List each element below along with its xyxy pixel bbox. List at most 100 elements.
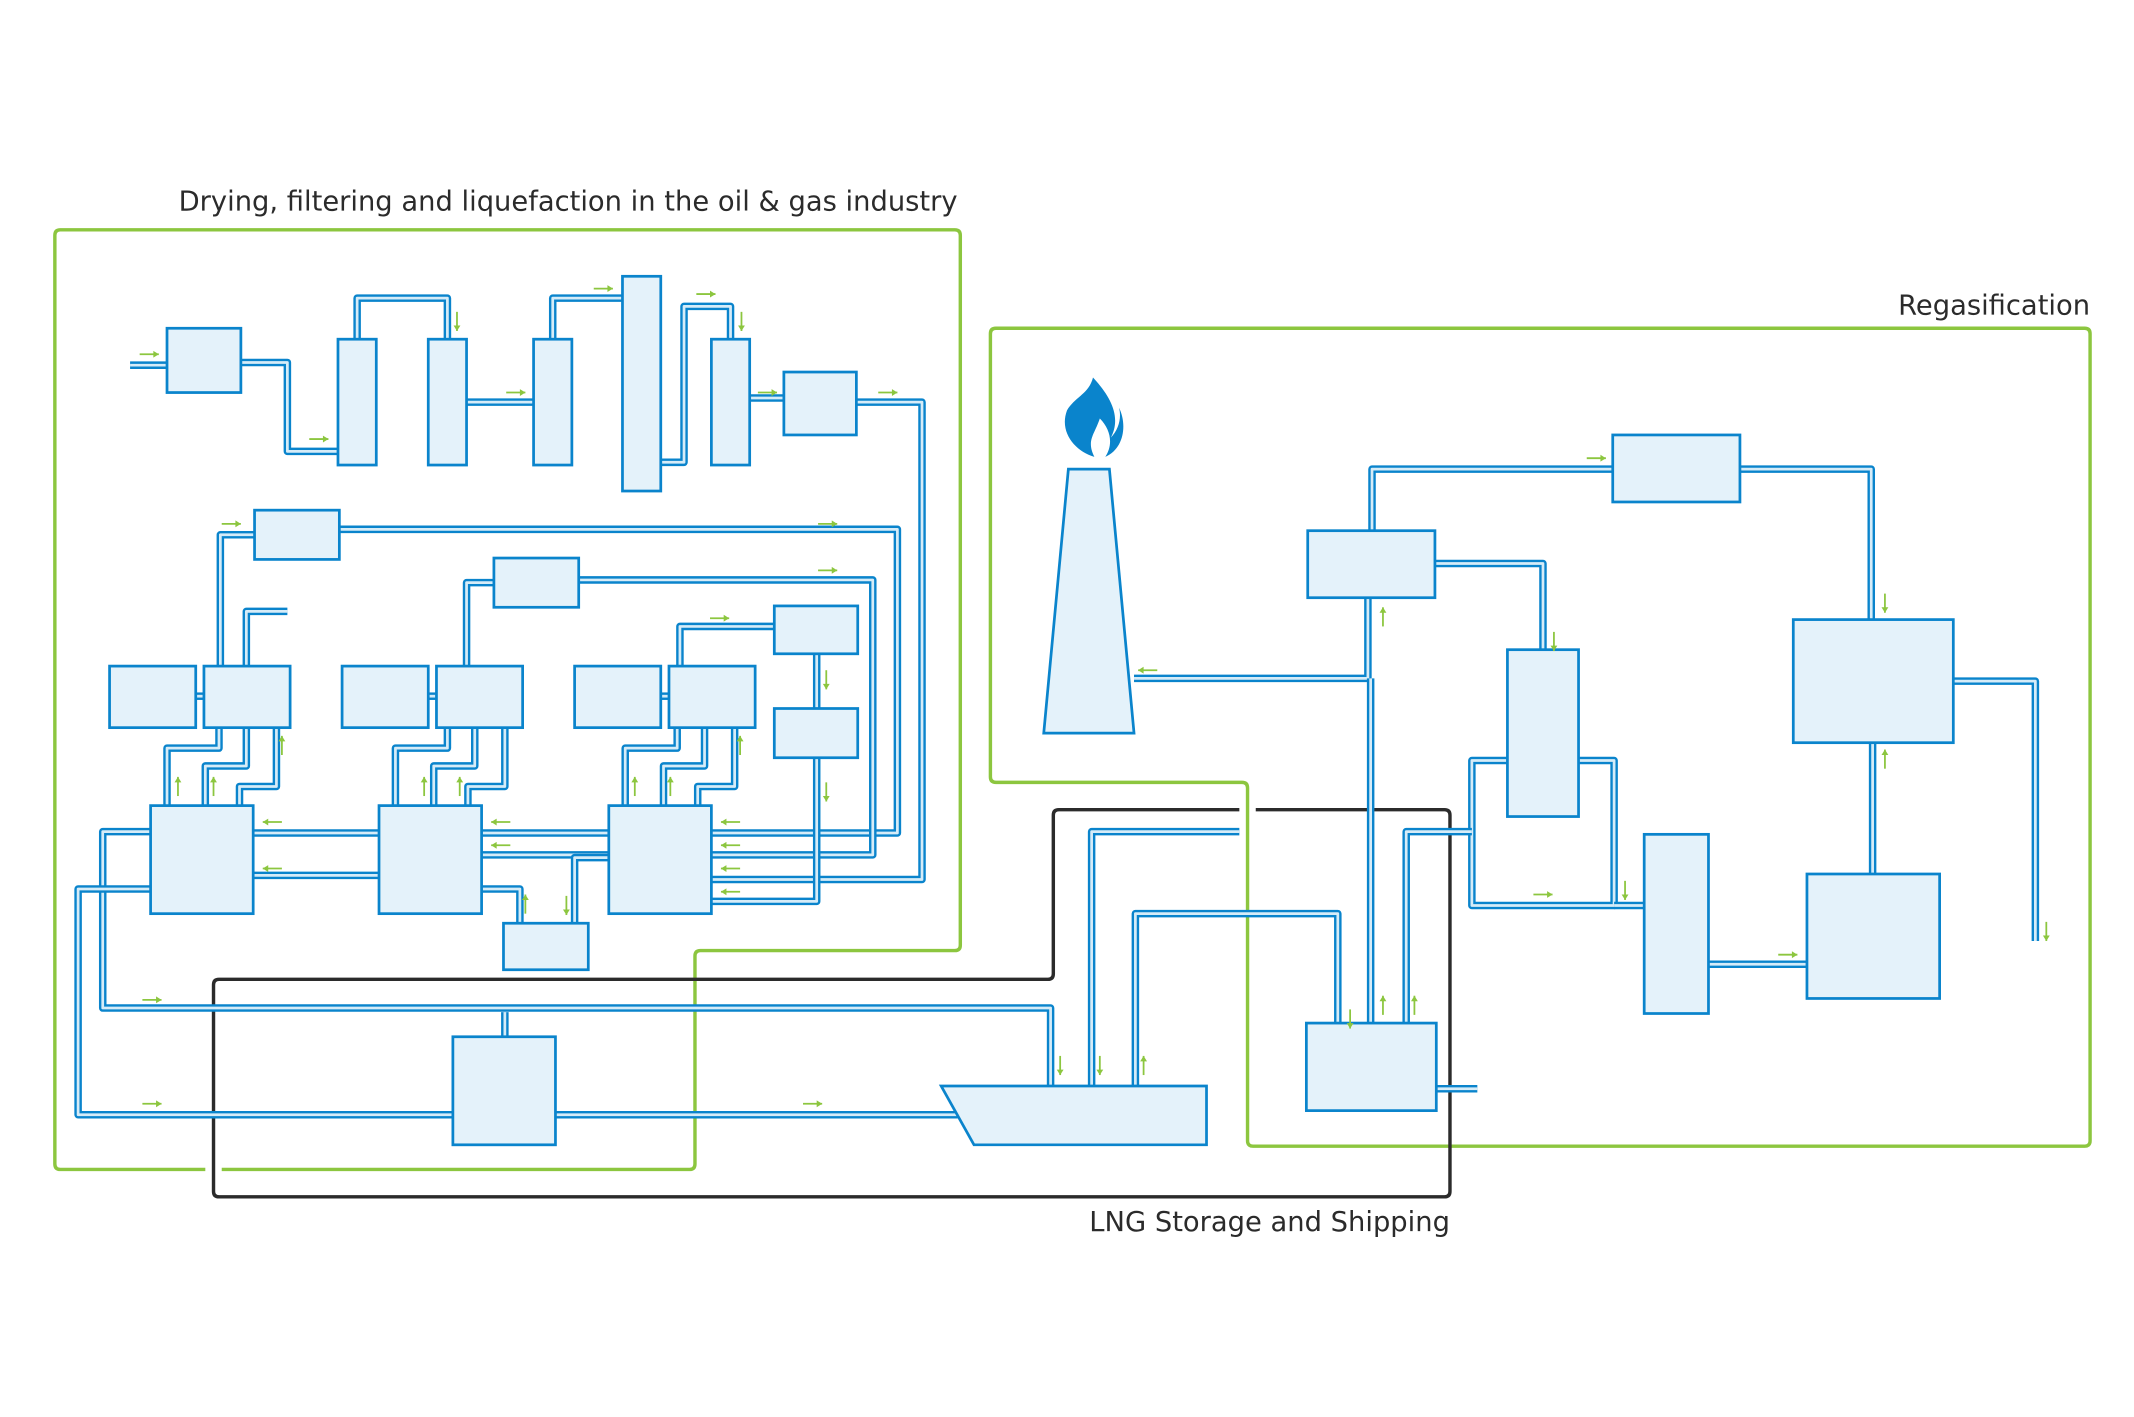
process-unit — [1791, 618, 1955, 745]
pipe — [353, 294, 452, 340]
process-unit — [426, 337, 468, 467]
flow-arrow-icon — [1881, 593, 1889, 613]
pipe — [548, 294, 623, 340]
flow-arrow-icon — [1881, 749, 1889, 769]
flow-arrow-icon — [420, 776, 428, 797]
flow-arrow-icon — [1056, 1055, 1064, 1076]
flow-arrow-icon — [1410, 995, 1418, 1015]
flow-arrow-icon — [696, 290, 716, 298]
process-unit — [149, 804, 255, 916]
flow-arrow-icon — [757, 389, 778, 396]
flow-arrow-icon — [720, 888, 741, 896]
flow-arrow-icon — [666, 776, 674, 797]
pipe — [481, 885, 524, 924]
pipe — [659, 727, 709, 806]
process-unit — [202, 664, 292, 730]
pipe — [1134, 597, 1372, 683]
flow-arrow-icon — [1138, 666, 1158, 674]
flow-arrow-icon — [803, 1100, 823, 1108]
pipe — [216, 531, 255, 667]
flare-stack — [1042, 467, 1136, 735]
pipe — [339, 525, 902, 837]
lng-ship — [938, 1084, 1208, 1147]
pipe — [1131, 909, 1342, 1087]
process-unit — [782, 370, 858, 437]
flow-arrow-icon — [1586, 454, 1606, 462]
flow-arrow-icon — [1379, 607, 1387, 627]
flow-arrow-icon — [720, 818, 741, 826]
flow-arrow-icon — [262, 818, 282, 826]
pipe — [711, 757, 821, 906]
process-unit — [532, 337, 574, 467]
flow-arrow-icon — [818, 520, 838, 528]
process-unit — [340, 664, 430, 730]
pipe — [1368, 465, 1613, 531]
process-unit — [1304, 1021, 1438, 1112]
flow-arrow-icon — [1140, 1055, 1148, 1076]
pipe — [621, 727, 681, 806]
process-unit — [607, 804, 713, 916]
flow-arrow-icon — [262, 865, 282, 872]
flow-arrows — [139, 285, 2050, 1108]
flow-arrow-icon — [1778, 951, 1798, 959]
flame-icon — [1064, 377, 1124, 457]
pipe — [676, 622, 775, 667]
flow-arrow-icon — [278, 735, 286, 756]
flow-arrow-icon — [456, 776, 464, 797]
flow-arrow-icon — [1533, 891, 1553, 898]
process-unit — [621, 274, 663, 493]
flow-arrow-icon — [2042, 921, 2050, 942]
flow-arrow-icon — [491, 818, 511, 826]
flow-arrow-icon — [521, 894, 529, 914]
flow-arrow-icon — [1346, 1009, 1354, 1029]
flow-arrow-icon — [139, 350, 159, 358]
process-unit — [1642, 832, 1710, 1015]
storage-zone-boundary — [211, 808, 1452, 1199]
flow-arrow-icon — [174, 776, 182, 797]
flow-arrow-icon — [631, 776, 639, 797]
flow-arrow-icon — [453, 311, 461, 331]
zone-boundaries — [53, 228, 2092, 1199]
pipe — [201, 727, 251, 806]
regasification-zone-boundary — [988, 326, 2092, 1148]
pipe — [240, 358, 338, 456]
flow-arrow-icon — [1096, 1055, 1104, 1076]
flow-arrow-icon — [822, 670, 830, 690]
process-unit — [1506, 648, 1580, 818]
storage-zone-label: LNG Storage and Shipping — [1089, 1207, 1450, 1238]
flow-arrow-icon — [142, 1100, 162, 1108]
liquefaction-zone-boundary — [53, 228, 963, 1172]
flow-arrow-icon — [221, 520, 241, 528]
pipe — [235, 727, 281, 806]
flow-arrow-icon — [1550, 631, 1558, 652]
pipe — [242, 607, 288, 667]
pipe — [163, 727, 223, 806]
pipe — [462, 578, 494, 667]
pipe — [1402, 827, 1472, 1024]
regasification-zone-label: Regasification — [1898, 291, 2090, 322]
equipment — [108, 274, 1955, 1147]
flow-arrow-icon — [822, 782, 830, 802]
process-unit — [336, 337, 378, 467]
pipe — [98, 827, 1055, 1087]
pipe — [1087, 827, 1240, 1087]
pipe — [570, 853, 609, 924]
flow-arrow-icon — [720, 841, 741, 849]
process-unit — [772, 604, 860, 656]
flow-arrow-icon — [593, 285, 613, 293]
process-unit — [435, 664, 524, 730]
flow-arrow-icon — [506, 389, 526, 396]
process-unit — [667, 664, 757, 730]
pipe — [464, 727, 509, 806]
liquefaction-zone-label: Drying, filtering and liquefaction in th… — [179, 187, 958, 218]
process-unit — [502, 921, 590, 972]
flow-arrow-icon — [738, 311, 745, 331]
flow-arrow-icon — [1621, 880, 1629, 900]
pipe — [693, 727, 739, 806]
flow-arrow-icon — [710, 614, 730, 622]
flow-arrow-icon — [878, 389, 898, 396]
flow-arrow-icon — [562, 895, 570, 916]
process-unit — [451, 1035, 557, 1147]
flow-arrow-icon — [309, 435, 329, 443]
